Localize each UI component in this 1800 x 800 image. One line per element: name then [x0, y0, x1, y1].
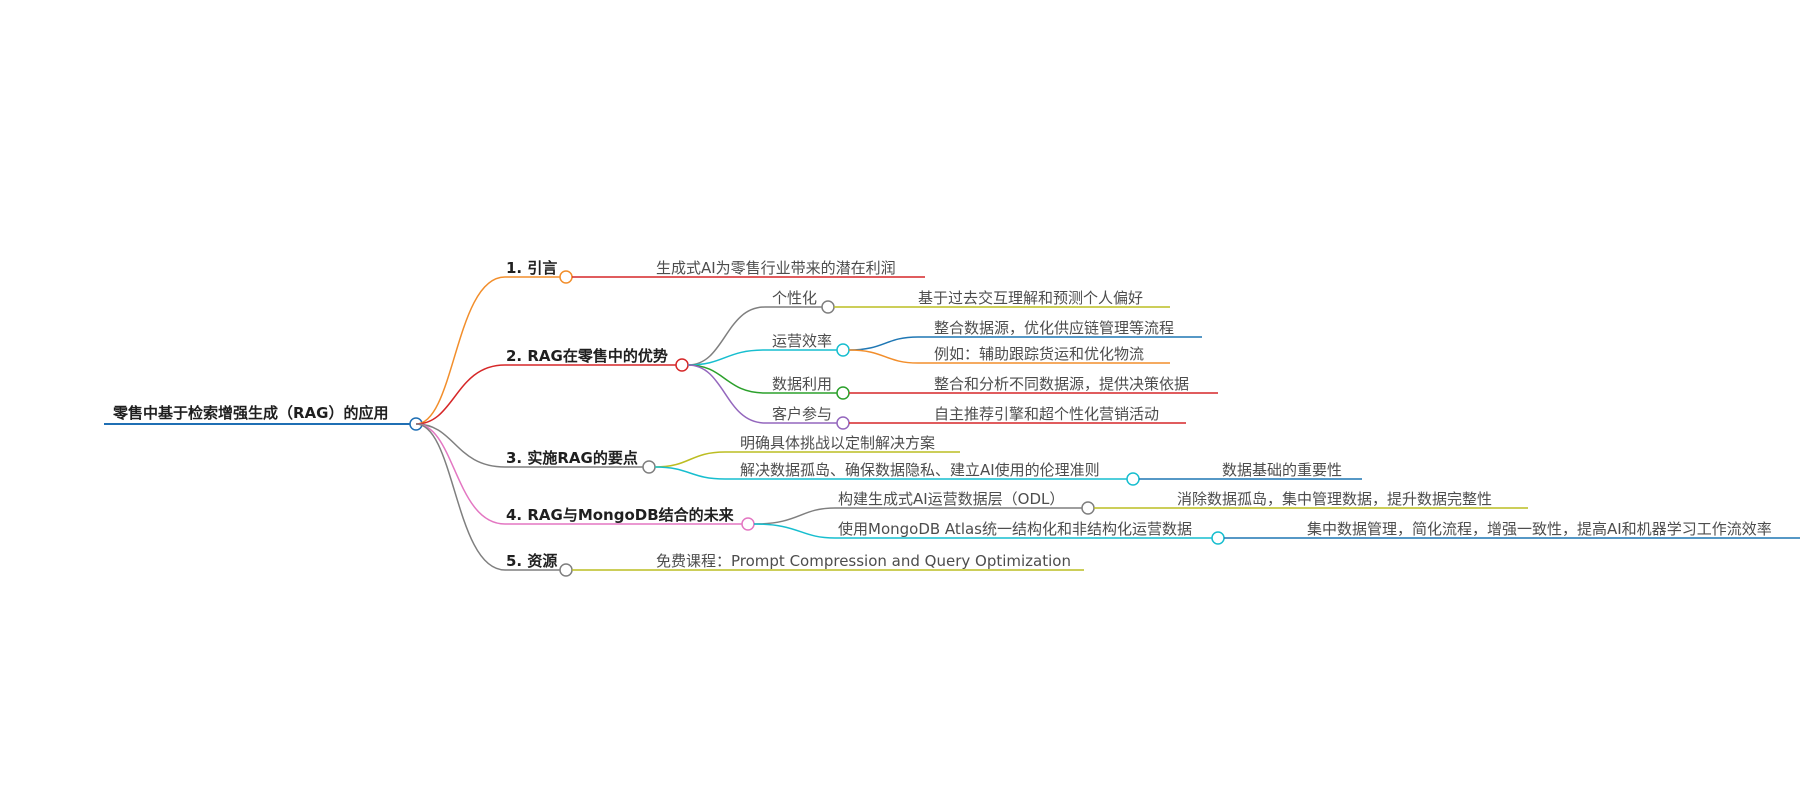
sub-customer-engagement[interactable]: 客户参与 [772, 405, 850, 430]
leaf-label: 数据基础的重要性 [1222, 461, 1342, 479]
root-edges [415, 276, 748, 571]
root-node[interactable]: 零售中基于检索增强生成（RAG）的应用 [104, 404, 423, 431]
leaf-label: 整合数据源，优化供应链管理等流程 [934, 319, 1174, 337]
edge-branch-5 [415, 423, 566, 571]
sub-node-dot[interactable] [1126, 472, 1140, 486]
sub-data-utilization[interactable]: 数据利用 [772, 375, 850, 400]
advantages-edges [687, 306, 843, 424]
sub-node-dot[interactable] [1211, 531, 1225, 545]
branch-node-dot[interactable] [741, 517, 755, 531]
sub-label: 解决数据孤岛、确保数据隐私、建立AI使用的伦理准则 [740, 461, 1100, 479]
branch-key-points[interactable]: 3. 实施RAG的要点 [506, 449, 656, 474]
sub-label: 运营效率 [772, 332, 832, 350]
sub-node-dot[interactable] [836, 416, 850, 430]
sub-node-dot[interactable] [821, 300, 835, 314]
branch-label: 3. 实施RAG的要点 [506, 449, 638, 467]
leaf-label: 基于过去交互理解和预测个人偏好 [918, 289, 1143, 307]
branch-label: 2. RAG在零售中的优势 [506, 347, 668, 365]
branch-node-dot[interactable] [642, 460, 656, 474]
branch-intro[interactable]: 1. 引言 [506, 259, 573, 284]
edge-branch-3 [415, 423, 649, 468]
sub-key-challenges[interactable]: 解决数据孤岛、确保数据隐私、建立AI使用的伦理准则 [740, 461, 1140, 486]
leaf-label: 集中数据管理，简化流程，增强一致性，提高AI和机器学习工作流效率 [1307, 520, 1772, 538]
branch-label: 4. RAG与MongoDB结合的未来 [506, 506, 735, 524]
leaf-label: 自主推荐引擎和超个性化营销活动 [934, 405, 1159, 423]
sub-label: 使用MongoDB Atlas统一结构化和非结构化运营数据 [838, 520, 1192, 538]
branch-node-dot[interactable] [559, 270, 573, 284]
branch-label: 1. 引言 [506, 259, 557, 277]
sub-operational-efficiency[interactable]: 运营效率 [772, 332, 850, 357]
sub-node-dot[interactable] [1081, 501, 1095, 515]
edge-branch-2 [415, 364, 682, 425]
leaf-label: 例如：辅助跟踪货运和优化物流 [934, 345, 1144, 363]
branch-resources[interactable]: 5. 资源 [506, 552, 573, 577]
sub-label: 构建生成式AI运营数据层（ODL） [838, 490, 1064, 508]
sub-label: 数据利用 [772, 375, 832, 393]
branch-node-dot[interactable] [559, 563, 573, 577]
root-label: 零售中基于检索增强生成（RAG）的应用 [112, 404, 388, 422]
sub-atlas[interactable]: 使用MongoDB Atlas统一结构化和非结构化运营数据 [838, 520, 1225, 545]
leaf-label: 明确具体挑战以定制解决方案 [740, 434, 935, 452]
leaf-intro-profit[interactable]: 生成式AI为零售行业带来的潜在利润 [656, 259, 896, 277]
branch-mongodb-future[interactable]: 4. RAG与MongoDB结合的未来 [506, 506, 755, 531]
leaf-label: 生成式AI为零售行业带来的潜在利润 [656, 259, 896, 277]
leaf-label: 整合和分析不同数据源，提供决策依据 [934, 375, 1189, 393]
sub-label: 客户参与 [772, 405, 832, 423]
sub-node-dot[interactable] [836, 386, 850, 400]
branch-node-dot[interactable] [675, 358, 689, 372]
leaf-label: 消除数据孤岛，集中管理数据，提升数据完整性 [1177, 490, 1492, 508]
branch-label: 5. 资源 [506, 552, 557, 570]
branch-advantages[interactable]: 2. RAG在零售中的优势 [506, 347, 689, 372]
sub-odl[interactable]: 构建生成式AI运营数据层（ODL） [838, 490, 1095, 515]
edge-branch-1 [415, 276, 566, 425]
leaf-label: 免费课程：Prompt Compression and Query Optimi… [656, 552, 1071, 570]
sub-personalization[interactable]: 个性化 [772, 289, 835, 314]
sub-label: 个性化 [772, 289, 817, 307]
edge-branch-4 [415, 423, 748, 525]
sub-node-dot[interactable] [836, 343, 850, 357]
